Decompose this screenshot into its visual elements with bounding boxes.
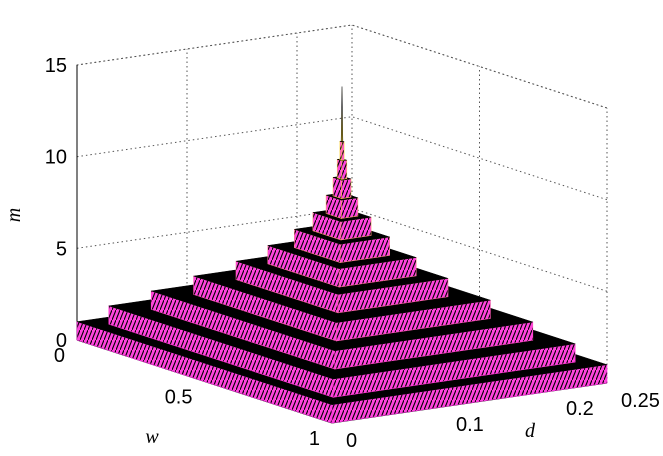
x-tick-label: 0 [54,345,65,367]
z-tick-label: 15 [45,55,67,77]
terrace-side-face [341,197,359,219]
terrace-side-face [341,159,348,180]
y-tick-label: 0.25 [621,390,660,412]
peak-spike [340,86,344,143]
z-tick-label: 10 [45,147,67,169]
x-tick-label: 0.5 [165,387,193,409]
y-axis-label: d [525,420,536,442]
terrace-side-face [341,178,352,199]
y-tick-label: 0.1 [456,414,484,436]
terrace-front-face [336,158,343,180]
y-tick-label: 0 [346,430,357,452]
terrace-front-face [332,176,343,200]
x-tick-label: 1 [309,428,320,450]
y-tick-label: 0.2 [566,398,594,420]
z-tick-label: 5 [56,238,67,260]
z-tick-label: 0 [56,330,67,352]
x-axis-label: w [145,426,159,448]
terrace-side-face [341,141,345,161]
z-axis-label: m [3,208,25,222]
surface [76,86,608,424]
